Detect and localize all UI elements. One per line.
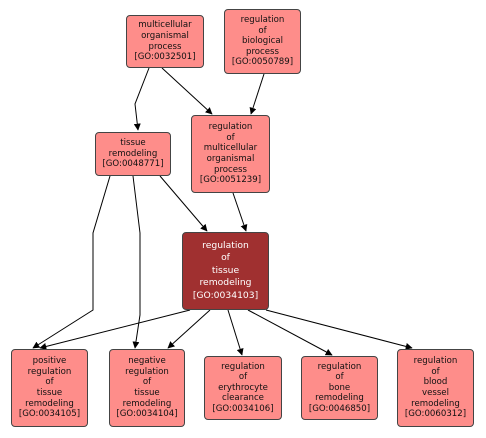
- node-label-line: [GO:0034105]: [18, 409, 81, 420]
- node-label-line: multicellular: [138, 20, 192, 31]
- node-label-line: vessel: [421, 388, 449, 398]
- node-label-line: organismal: [206, 154, 255, 164]
- node-label-line: tissue: [134, 388, 160, 398]
- node-label-line: [GO:0051239]: [199, 175, 262, 186]
- node-label-line: regulation: [240, 15, 285, 26]
- edge-reg-tr-to-blood-vessel: [265, 309, 413, 350]
- node-label-line: regulation: [317, 361, 362, 372]
- node-label-line: of: [45, 377, 54, 388]
- edge-mop-to-tissue-remodeling: [133, 67, 150, 131]
- node-label-line: biological: [242, 36, 283, 47]
- edge-reg-tr-to-negative: [167, 309, 211, 349]
- node-label-line: remodeling: [411, 398, 460, 409]
- edge-reg-tr-to-bone: [247, 309, 333, 356]
- node-label-line: negative: [128, 356, 166, 367]
- node-label-line: of: [335, 372, 344, 383]
- node-label-line: blood: [423, 377, 448, 388]
- edge-reg-tr-to-erythrocyte: [227, 309, 244, 356]
- node-label-line: [GO:0050789]: [231, 57, 294, 68]
- node-label-line: regulation: [125, 366, 169, 377]
- node-label-line: regulation: [413, 356, 458, 367]
- node-label-line: remodeling: [25, 398, 74, 409]
- node-label-line: regulation: [221, 361, 265, 372]
- node-label-line: of: [221, 252, 230, 264]
- node-label-line: clearance: [222, 393, 264, 404]
- edge-reg-mop-to-reg-tr: [232, 192, 248, 232]
- node-label-line: organismal: [141, 30, 189, 41]
- node-label-line: process: [148, 41, 182, 52]
- node-label-line: of: [258, 25, 267, 36]
- node-label-line: of: [238, 372, 248, 383]
- node-label-line: positive: [32, 356, 67, 367]
- node-label-line: process: [213, 164, 248, 175]
- node-label-line: remodeling: [108, 148, 158, 159]
- node-label-line: [GO:0048771]: [102, 159, 164, 170]
- node-label-line: remodeling: [122, 398, 172, 409]
- node-label-line: of: [431, 366, 440, 377]
- node-label-line: [GO:0034106]: [212, 403, 274, 414]
- node-label-line: [GO:0046850]: [308, 403, 371, 414]
- node-label-line: tissue: [36, 388, 63, 398]
- node-label-line: regulation: [202, 239, 249, 251]
- node-label-line: remodeling: [315, 393, 364, 404]
- node-label-line: [GO:0060312]: [404, 409, 467, 420]
- edge-mop-to-reg-mop: [161, 67, 213, 115]
- node-label-line: regulation: [27, 366, 72, 377]
- node-label-line: tissue: [211, 264, 240, 276]
- edge-tr-to-negative: [132, 175, 141, 349]
- node-label-line: bone: [328, 382, 351, 393]
- node-label-line: tissue: [120, 138, 146, 149]
- node-label-line: of: [142, 377, 152, 388]
- node-label-line: multicellular: [203, 143, 258, 154]
- node-label-line: process: [245, 46, 280, 57]
- node-label-line: regulation: [208, 122, 253, 133]
- node-label-line: [GO:0034103]: [192, 289, 259, 301]
- node-label-line: of: [226, 132, 235, 143]
- node-label-line: erythrocyte: [218, 382, 268, 393]
- edge-tr-to-positive: [32, 175, 111, 349]
- edge-rbp-to-reg-mop: [249, 73, 265, 115]
- node-label-line: [GO:0034104]: [116, 409, 178, 420]
- edge-reg-tr-to-positive: [39, 309, 191, 350]
- edge-tissue-remodeling-to-reg-tr: [159, 175, 208, 232]
- node-label-line: [GO:0032501]: [134, 52, 196, 63]
- node-label-line: remodeling: [199, 277, 252, 289]
